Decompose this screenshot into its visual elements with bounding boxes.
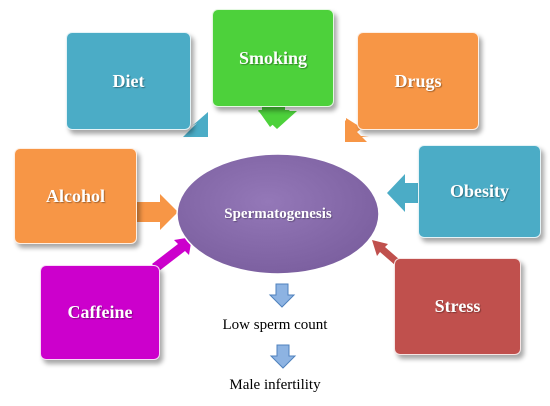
obesity-arrow <box>387 174 418 212</box>
obesity-box: Obesity <box>418 145 541 238</box>
diet-arrow <box>183 112 208 137</box>
outcome-male-infertility: Male infertility <box>229 377 321 393</box>
diet-label: Diet <box>112 70 145 91</box>
smoking-box: Smoking <box>212 9 334 107</box>
drugs-arrow-head <box>345 120 367 142</box>
flow-arrow-1 <box>268 283 296 308</box>
alcohol-label: Alcohol <box>45 185 105 206</box>
smoking-arrow-head <box>258 111 297 129</box>
stress-arrow <box>372 240 400 265</box>
alcohol-arrow <box>135 194 178 230</box>
center-node: Spermatogenesis <box>176 153 380 275</box>
caffeine-box: Caffeine <box>40 265 160 360</box>
obesity-label: Obesity <box>449 181 509 201</box>
center-ellipse <box>176 153 380 275</box>
smoking-label: Smoking <box>238 47 308 68</box>
drugs-box: Drugs <box>357 32 479 130</box>
center-label: Spermatogenesis <box>224 205 332 222</box>
alcohol-box: Alcohol <box>14 148 137 244</box>
diet-box: Diet <box>66 32 191 130</box>
flow-arrow-2 <box>269 344 297 369</box>
drugs-label: Drugs <box>394 70 442 91</box>
stress-box: Stress <box>394 258 521 355</box>
outcome-low-sperm-count: Low sperm count <box>222 317 328 333</box>
caffeine-arrow <box>152 237 192 271</box>
stress-label: Stress <box>434 296 481 316</box>
caffeine-label: Caffeine <box>67 302 133 322</box>
